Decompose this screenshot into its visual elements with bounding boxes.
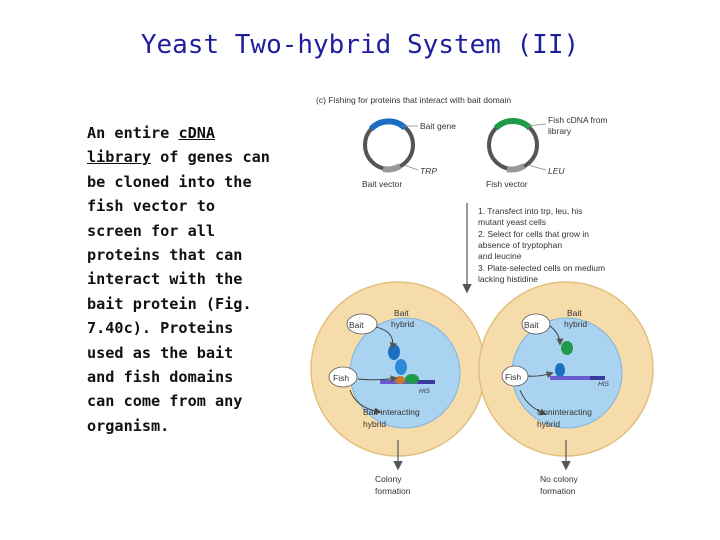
- step-line: 2. Select for cells that grow in: [478, 229, 589, 239]
- underlined-term: cDNA: [178, 124, 216, 142]
- bait-gene-label: Bait gene: [420, 121, 456, 131]
- step-line: mutant yeast cells: [478, 217, 546, 227]
- leu-label: LEU: [548, 166, 565, 176]
- body-line-text: interact with the: [87, 270, 243, 289]
- right-bait-hybrid-label-line1: Bait: [567, 308, 582, 318]
- body-line-text: screen for all: [87, 221, 216, 240]
- right-result-line2: hybrid: [537, 419, 560, 429]
- step-line: 1. Transfect into trp, leu, his: [478, 206, 582, 216]
- slide-title: Yeast Two-hybrid System (II): [140, 30, 580, 60]
- panel-label: (c) Fishing for proteins that interact w…: [316, 95, 511, 105]
- step-line: 3. Plate-selected cells on medium: [478, 263, 605, 273]
- body-line: used as the bait: [87, 341, 302, 365]
- body-line-text: used as the bait: [87, 343, 234, 362]
- right-result-line1: Noninteracting: [537, 407, 592, 417]
- left-bait-hybrid-label-line1: Bait: [394, 308, 409, 318]
- right-fish-label: Fish: [505, 372, 521, 382]
- body-line-text: organism.: [87, 416, 170, 435]
- body-line-text: bait protein (Fig.: [87, 294, 252, 313]
- left-bait-label: Bait: [349, 320, 364, 330]
- step-line: absence of tryptophan: [478, 240, 562, 250]
- body-line: library of genes can: [87, 145, 302, 169]
- step-line: lacking histidine: [478, 274, 538, 284]
- fish-vector-plasmid: [487, 117, 547, 173]
- left-bait-hybrid-label-line2: hybrid: [391, 319, 414, 329]
- left-his-label: HIS: [419, 388, 431, 395]
- body-line-text: can come from any: [87, 392, 243, 411]
- bait-vector-label: Bait vector: [362, 179, 402, 189]
- left-fish-label: Fish: [333, 373, 349, 383]
- trp-label: TRP: [420, 166, 437, 176]
- body-line-text: An entire: [87, 124, 179, 142]
- body-line-text: be cloned into the: [87, 172, 252, 191]
- right-bait-label: Bait: [524, 320, 539, 330]
- right-his-label: HIS: [598, 381, 610, 388]
- body-line-text: and fish domains: [87, 368, 234, 387]
- left-result-line1: Bait-interacting: [363, 407, 420, 417]
- body-line: 7.40c). Proteins: [87, 316, 302, 340]
- body-line: proteins that can: [87, 243, 302, 267]
- fish-vector-label: Fish vector: [486, 179, 528, 189]
- body-line: interact with the: [87, 267, 302, 291]
- steps-list: 1. Transfect into trp, leu, his mutant y…: [478, 206, 605, 284]
- body-line: organism.: [87, 414, 302, 438]
- body-line: and fish domains: [87, 365, 302, 389]
- right-outcome-line2: formation: [540, 486, 576, 496]
- body-line: An entire cDNA: [87, 121, 302, 145]
- body-line: be cloned into the: [87, 170, 302, 194]
- left-outcome-line2: formation: [375, 486, 411, 496]
- body-line: bait protein (Fig.: [87, 292, 302, 316]
- fish-cdna-label-line1: Fish cDNA from: [548, 115, 608, 125]
- underlined-term: library: [87, 148, 152, 167]
- bait-vector-plasmid: [363, 118, 419, 173]
- body-line: fish vector to: [87, 194, 302, 218]
- body-line-text: of genes can: [151, 148, 270, 167]
- body-line: screen for all: [87, 219, 302, 243]
- body-line-text: proteins that can: [87, 246, 243, 265]
- body-line-text: fish vector to: [87, 197, 216, 216]
- body-line: can come from any: [87, 389, 302, 413]
- left-outcome-line1: Colony: [375, 474, 402, 484]
- fish-cdna-label-line2: library: [548, 126, 572, 136]
- right-outcome-line1: No colony: [540, 474, 579, 484]
- body-line-text: 7.40c). Proteins: [87, 319, 234, 338]
- right-bait-hybrid-label-line2: hybrid: [564, 319, 587, 329]
- left-yeast-cell: [310, 281, 486, 457]
- left-result-line2: hybrid: [363, 419, 386, 429]
- right-yeast-cell: [478, 281, 654, 457]
- step-line: and leucine: [478, 251, 522, 261]
